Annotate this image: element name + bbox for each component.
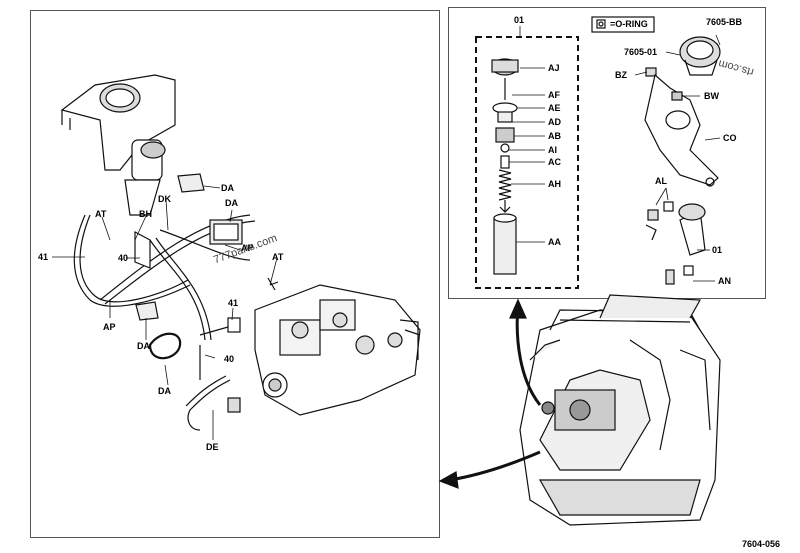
label-BW: BW	[704, 91, 719, 101]
label-AD: AD	[548, 117, 561, 127]
label-AT-lower: AT	[272, 252, 284, 262]
label-AL: AL	[655, 176, 667, 186]
right-panel-frame	[448, 7, 766, 299]
label-DE: DE	[206, 442, 219, 452]
label-AP-right: AP	[241, 243, 254, 253]
label-AC: AC	[548, 157, 561, 167]
label-AP-left: AP	[103, 322, 116, 332]
label-AN: AN	[718, 276, 731, 286]
label-AF: AF	[548, 90, 560, 100]
label-40-hose-left: 40	[118, 253, 129, 263]
label-DA-2: DA	[225, 198, 238, 208]
legend-oring-text: =O-RING	[610, 19, 648, 29]
label-AH: AH	[548, 179, 561, 189]
label-AJ: AJ	[548, 63, 560, 73]
label-DK: DK	[158, 194, 171, 204]
label-AT-upper: AT	[95, 209, 107, 219]
label-41-hose-left: 41	[38, 252, 49, 262]
label-7605-BB: 7605-BB	[706, 17, 743, 27]
label-AB: AB	[548, 131, 561, 141]
label-AI: AI	[548, 145, 557, 155]
label-AE: AE	[548, 103, 561, 113]
label-01-kit: 01	[514, 15, 525, 25]
label-40-fitting: 40	[224, 354, 235, 364]
label-7605-01: 7605-01	[624, 47, 658, 57]
label-01-filter: 01	[712, 245, 723, 255]
label-41-fitting: 41	[228, 298, 239, 308]
label-BZ: BZ	[615, 70, 627, 80]
label-CO: CO	[723, 133, 737, 143]
label-AA: AA	[548, 237, 561, 247]
label-DA-1: DA	[221, 183, 234, 193]
label-DA-4: DA	[158, 386, 171, 396]
label-BH: BH	[139, 209, 152, 219]
label-DA-3: DA	[137, 341, 150, 351]
figure-code: 7604-056	[742, 539, 781, 549]
left-panel-frame	[30, 10, 440, 538]
